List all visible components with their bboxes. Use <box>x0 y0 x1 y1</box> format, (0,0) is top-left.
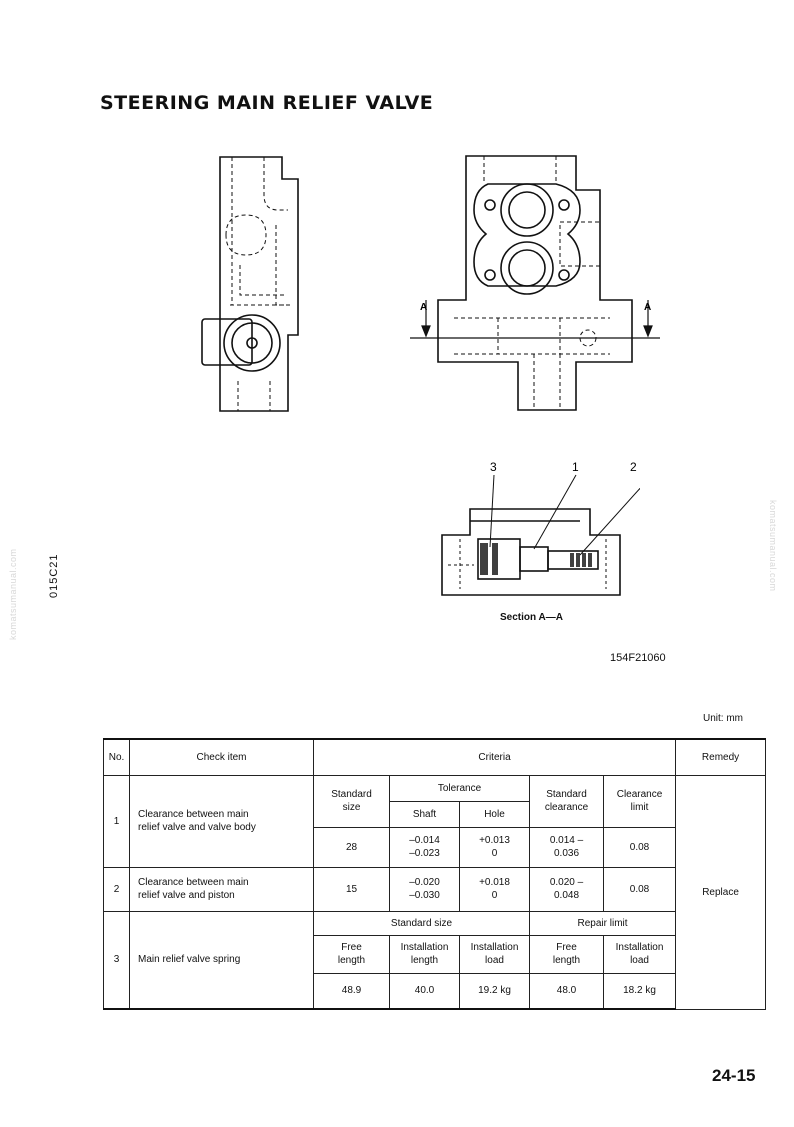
unit-label: Unit: mm <box>703 713 743 724</box>
sub-header-repair-free-length: Free length <box>529 934 604 974</box>
row-3-std-installation-load: 19.2 kg <box>459 972 530 1010</box>
figure-id: 154F21060 <box>610 652 666 664</box>
row-3-std-free-length: 48.9 <box>313 972 390 1010</box>
page-title: STEERING MAIN RELIEF VALVE <box>100 92 434 114</box>
callout-2: 2 <box>630 460 637 474</box>
sub-header-tolerance: Tolerance <box>389 774 530 802</box>
page-number: 24-15 <box>712 1066 756 1085</box>
table-header-row: No. Check item Criteria Remedy <box>103 738 767 776</box>
section-aa-drawing: 3 1 2 <box>441 460 640 596</box>
row-1-hole: +0.013 0 <box>459 826 530 868</box>
row-3-repair-free-length: 48.0 <box>529 972 604 1010</box>
row-2-std-clearance: 0.020 – 0.048 <box>529 866 604 912</box>
callout-1: 1 <box>572 460 579 474</box>
row-1-shaft: –0.014 –0.023 <box>389 826 460 868</box>
side-view-drawing <box>201 156 299 412</box>
sub-header-standard-size: Standard size <box>313 774 390 828</box>
row-2-item: Clearance between main relief valve and … <box>129 866 314 912</box>
sub-header-installation-load: Installation load <box>459 934 530 974</box>
row-3-std-installation-length: 40.0 <box>389 972 460 1010</box>
header-remedy: Remedy <box>675 738 767 776</box>
row-2-hole: +0.018 0 <box>459 866 530 912</box>
row-1-limit: 0.08 <box>602 826 677 868</box>
callout-3: 3 <box>490 460 497 474</box>
table-row: 2 Clearance between main relief valve an… <box>103 866 766 912</box>
header-criteria: Criteria <box>312 738 677 776</box>
row-3-repair-installation-load: 18.2 kg <box>602 972 677 1010</box>
table-row: 1 Clearance between main relief valve an… <box>103 774 767 1010</box>
row-2-limit: 0.08 <box>602 866 677 912</box>
table-row: Shaft Hole <box>104 800 766 828</box>
front-view-drawing: A A <box>410 155 660 411</box>
watermark-left: komatsumanual.com <box>8 548 18 640</box>
sub-header-clearance-limit: Clearance limit <box>602 774 677 828</box>
sub-header-free-length: Free length <box>313 934 390 974</box>
table-row: 48.9 40.0 19.2 kg 48.0 18.2 kg <box>104 972 766 1010</box>
remedy-cell: Replace <box>675 774 767 1010</box>
row-3-no: 3 <box>103 910 130 1010</box>
row-3-item: Main relief valve spring <box>129 910 314 1010</box>
row-1-item: Clearance between main relief valve and … <box>129 774 314 868</box>
row-2-shaft: –0.020 –0.030 <box>389 866 460 912</box>
side-code: 015C21 <box>48 553 60 598</box>
sub-header-repair-installation-load: Installation load <box>602 934 677 974</box>
section-caption: Section A—A <box>500 612 563 623</box>
watermark-right: komatsumanual.com <box>768 500 778 592</box>
sub-header-repair-limit: Repair limit <box>528 910 677 936</box>
row-2-size: 15 <box>313 866 390 912</box>
sub-header-standard-clearance: Standard clearance <box>529 774 604 828</box>
table-row: 28 –0.014 –0.023 +0.013 0 0.014 – 0.036 … <box>104 826 766 868</box>
sub-header-shaft: Shaft <box>389 800 460 828</box>
sub-header-standard-size-group: Standard size <box>313 910 530 936</box>
table-row: 3 Main relief valve spring Standard size… <box>103 910 766 1010</box>
section-arrow-label-right: A <box>644 302 651 313</box>
sub-header-installation-length: Installation length <box>389 934 460 974</box>
section-arrow-label-left: A <box>420 302 427 313</box>
spec-table: No. Check item Criteria Remedy 1 Clearan… <box>103 738 767 1010</box>
header-no: No. <box>103 738 130 776</box>
table-row: Free length Installation length Installa… <box>104 934 766 974</box>
sub-header-hole: Hole <box>459 800 530 828</box>
row-2-no: 2 <box>103 866 130 912</box>
header-check-item: Check item <box>129 738 314 776</box>
row-1-std-clearance: 0.014 – 0.036 <box>529 826 604 868</box>
row-1-size: 28 <box>313 826 390 868</box>
row-1-no: 1 <box>103 774 130 868</box>
